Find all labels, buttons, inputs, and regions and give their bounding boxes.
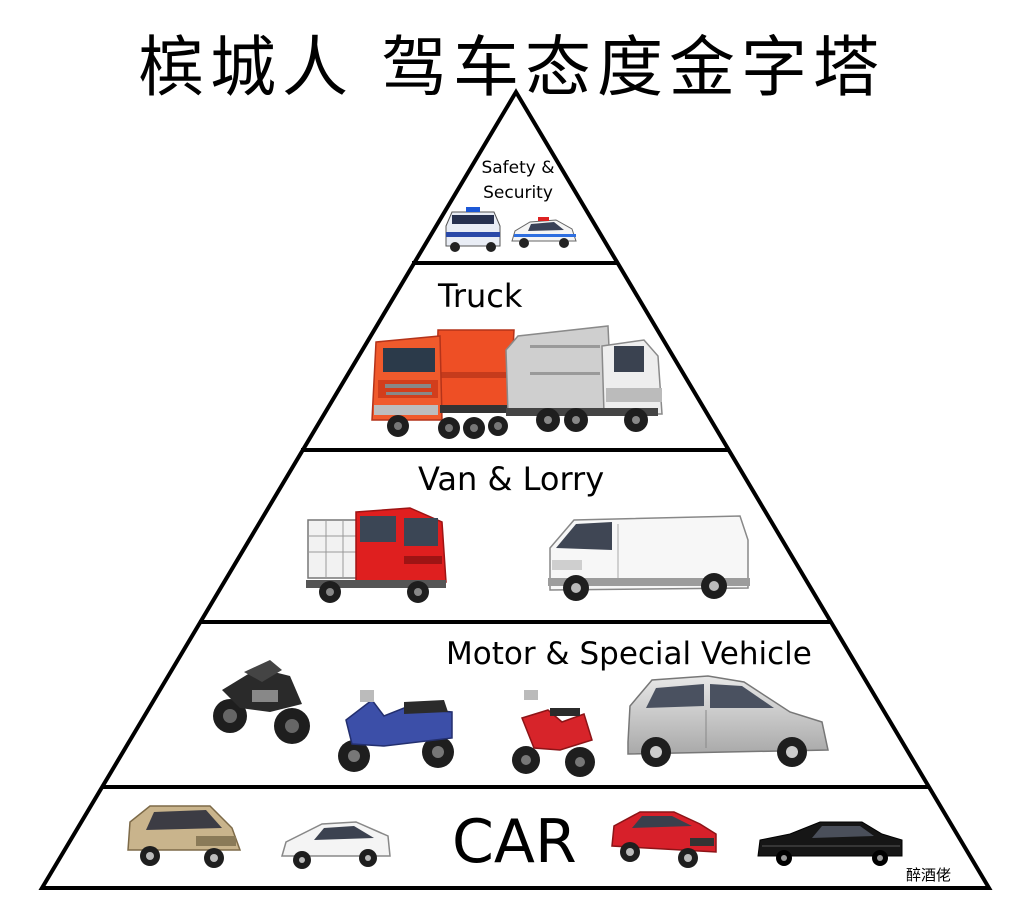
scooter-red-icon [512, 690, 595, 777]
police-van-icon [445, 207, 501, 252]
tier-label-van-lorry: Van & Lorry [418, 460, 604, 498]
page-title: 槟城人 驾车态度金字塔 [138, 29, 885, 106]
tier-label-truck: Truck [437, 277, 523, 315]
black-limousine-icon [757, 821, 903, 866]
garbage-truck-icon [505, 325, 663, 432]
tier-label-car: CAR [452, 807, 577, 877]
tier-label-safety: Safety & [481, 158, 554, 178]
lorry-icon [306, 507, 447, 603]
van-icon [548, 515, 750, 601]
mpv-car-icon [127, 805, 242, 868]
signature: 醉酒佬 [906, 866, 951, 884]
scooter-blue-icon [338, 690, 454, 772]
compact-car-icon [627, 675, 829, 767]
white-sedan-icon [281, 821, 391, 869]
red-sedan-icon [611, 811, 717, 868]
tier-label-motor-special: Motor & Special Vehicle [446, 636, 812, 672]
dump-truck-icon [371, 329, 515, 439]
sport-motorcycle-icon [213, 660, 310, 744]
police-car-icon [511, 217, 577, 248]
pyramid-outline [38, 88, 993, 890]
tier-label-security: Security [483, 183, 553, 203]
